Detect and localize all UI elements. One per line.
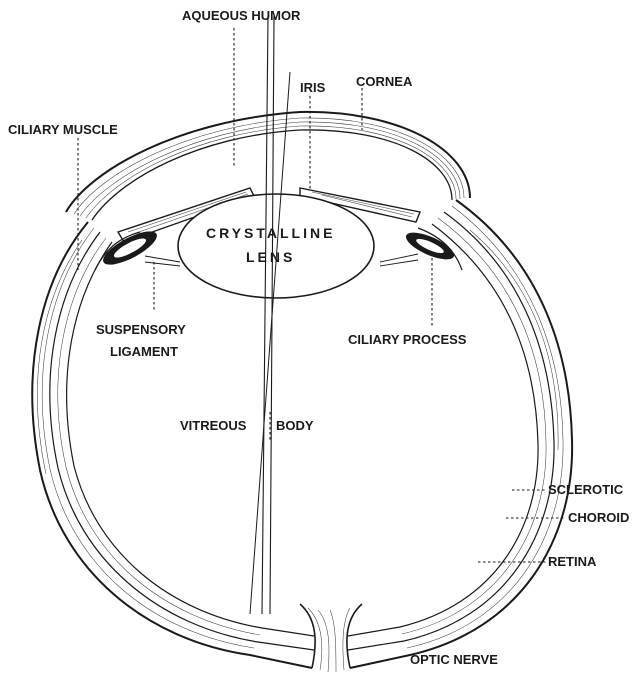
optic-nerve — [300, 604, 362, 672]
visual-axis-lines — [250, 16, 290, 614]
label-vitreous: VITREOUS — [180, 418, 247, 433]
label-optic-nerve: OPTIC NERVE — [410, 652, 498, 667]
label-aqueous-humor: AQUEOUS HUMOR — [182, 8, 301, 23]
label-ciliary-muscle: CILIARY MUSCLE — [8, 122, 118, 137]
label-sclerotic: SCLEROTIC — [548, 482, 624, 497]
label-lens: LENS — [246, 249, 295, 265]
label-ciliary-process: CILIARY PROCESS — [348, 332, 467, 347]
label-retina: RETINA — [548, 554, 597, 569]
leader-lines — [78, 28, 566, 562]
crystalline-lens — [178, 194, 374, 298]
label-cornea: CORNEA — [356, 74, 413, 89]
label-body: BODY — [276, 418, 314, 433]
label-ligament: LIGAMENT — [110, 344, 178, 359]
label-choroid: CHOROID — [568, 510, 629, 525]
label-suspensory: SUSPENSORY — [96, 322, 186, 337]
label-crystalline: CRYSTALLINE — [206, 225, 335, 241]
label-iris: IRIS — [300, 80, 326, 95]
